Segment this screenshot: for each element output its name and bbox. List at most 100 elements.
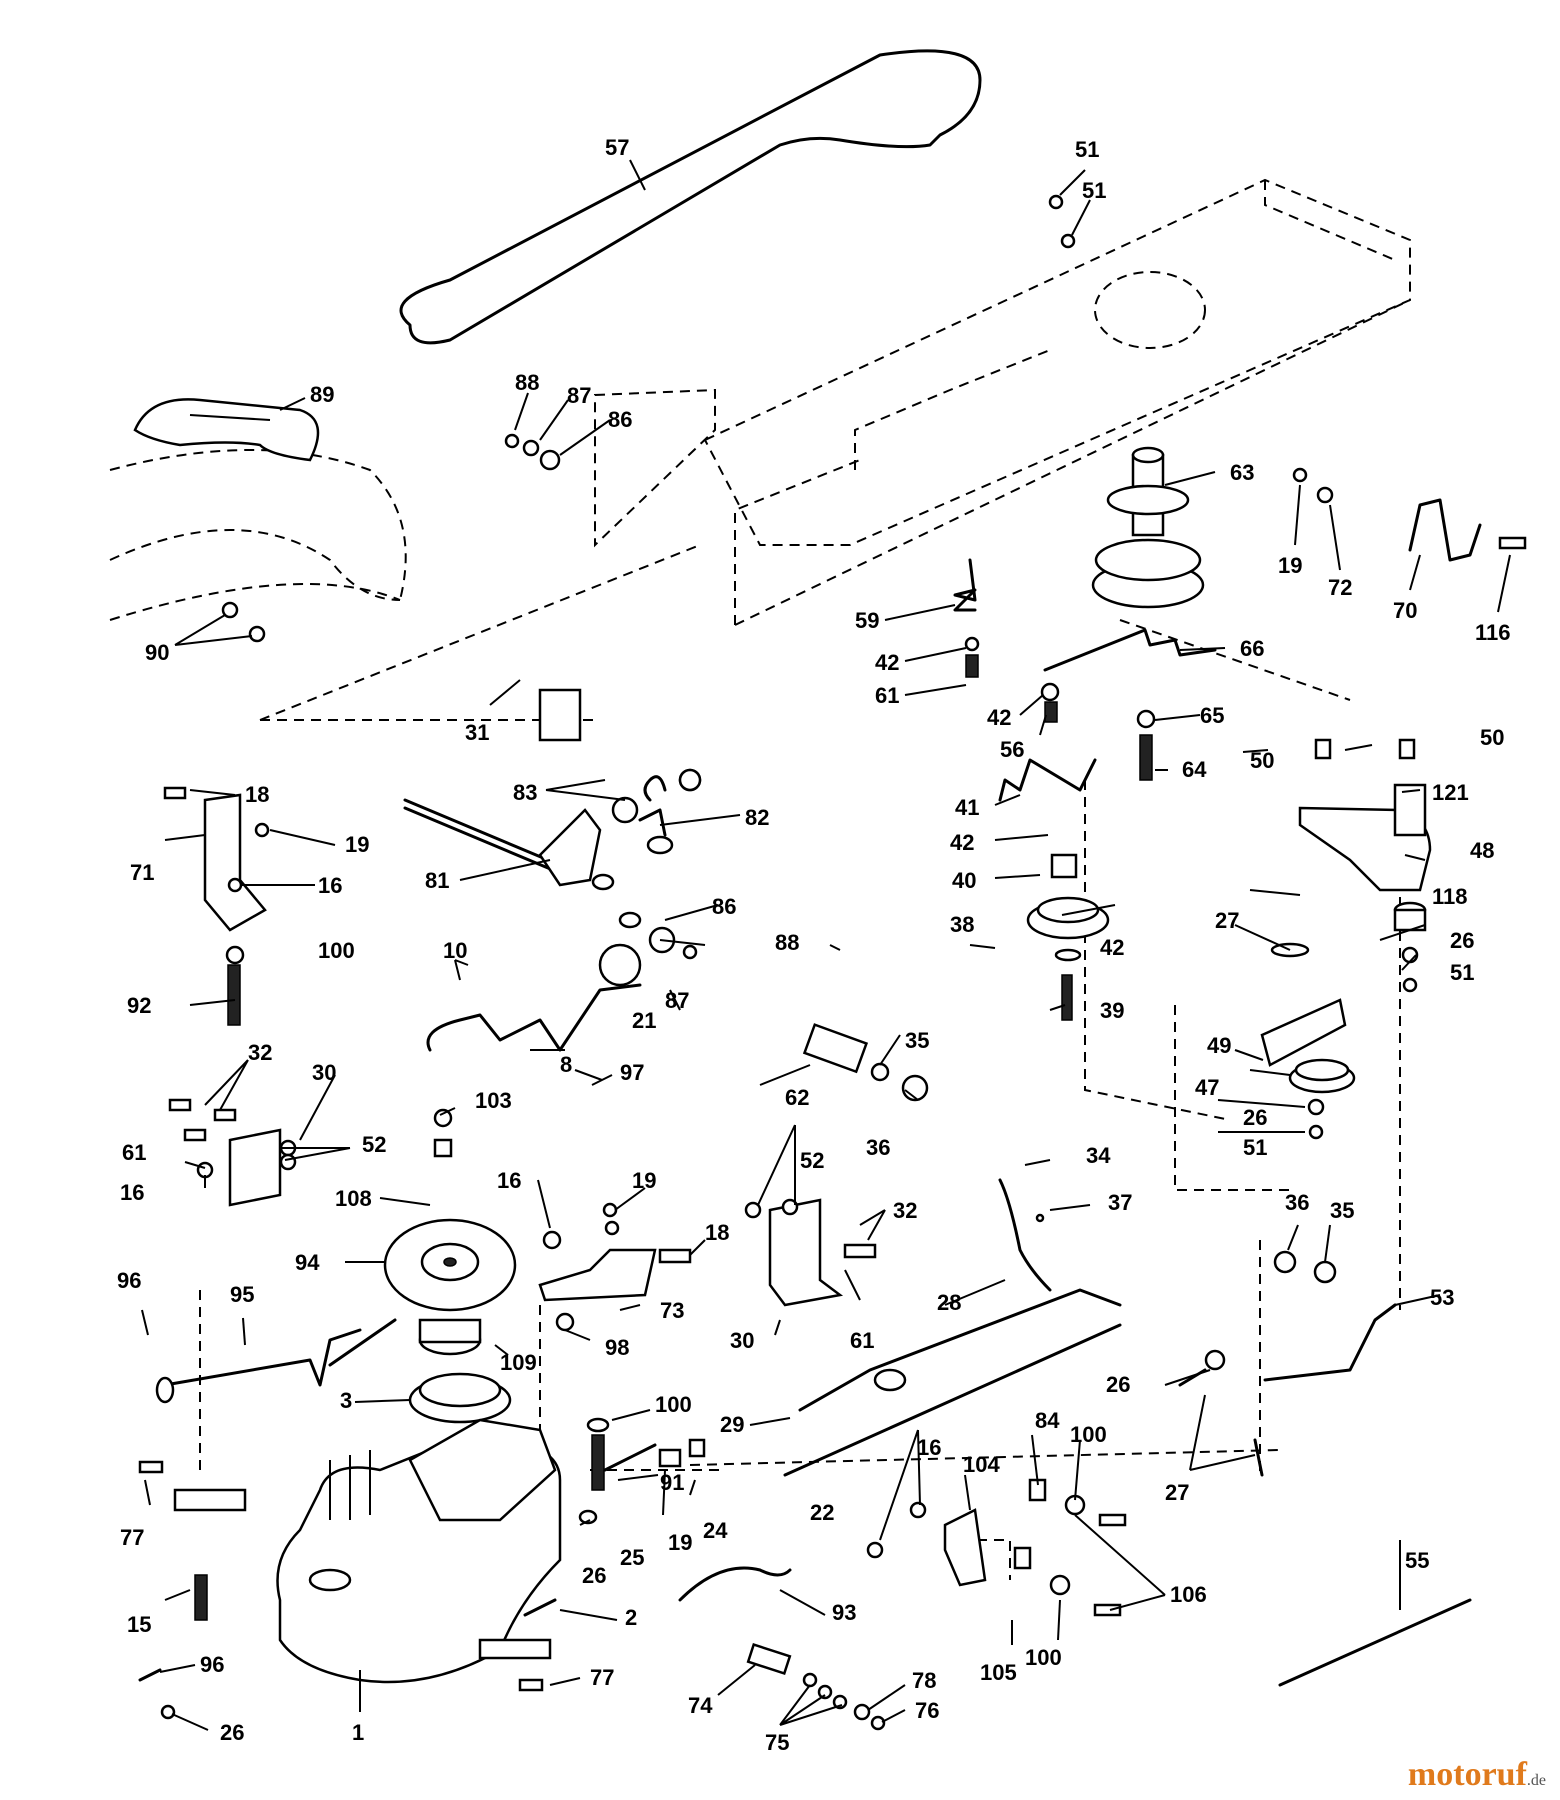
knob-21	[598, 943, 642, 987]
label-52: 52	[800, 1148, 824, 1173]
label-104: 104	[963, 1452, 1000, 1477]
bracket-73	[538, 1248, 657, 1302]
spring-55	[1278, 1598, 1472, 1687]
label-52: 52	[362, 1132, 386, 1157]
label-73: 73	[660, 1298, 684, 1323]
rod-95	[163, 1328, 362, 1387]
label-72: 72	[1328, 575, 1352, 600]
label-19: 19	[1278, 553, 1302, 578]
grip-28	[873, 1368, 907, 1392]
label-40: 40	[952, 868, 976, 893]
label-2: 2	[625, 1605, 637, 1630]
label-51: 51	[1082, 178, 1106, 203]
bracket-30-left	[228, 1128, 282, 1207]
label-63: 63	[1230, 460, 1254, 485]
label-95: 95	[230, 1282, 254, 1307]
label-15: 15	[127, 1612, 151, 1637]
label-98: 98	[605, 1335, 629, 1360]
label-50: 50	[1250, 748, 1274, 773]
label-26: 26	[582, 1563, 606, 1588]
label-90: 90	[145, 640, 169, 665]
pulley-3	[408, 1372, 512, 1424]
label-35: 35	[905, 1028, 929, 1053]
label-42: 42	[1100, 935, 1124, 960]
label-22: 22	[810, 1500, 834, 1525]
label-62: 62	[785, 1085, 809, 1110]
label-35: 35	[1330, 1198, 1354, 1223]
wire-70	[1408, 498, 1482, 562]
spring-25	[603, 1443, 657, 1472]
transaxle-1	[173, 1418, 562, 1684]
label-103: 103	[475, 1088, 512, 1113]
label-106: 106	[1170, 1582, 1207, 1607]
label-56: 56	[1000, 737, 1024, 762]
seat-pan	[133, 398, 320, 462]
label-1: 1	[352, 1720, 364, 1745]
label-41: 41	[955, 795, 979, 820]
label-81: 81	[425, 868, 449, 893]
label-26: 26	[220, 1720, 244, 1745]
label-19: 19	[345, 832, 369, 857]
label-75: 75	[765, 1730, 789, 1755]
drive-belt	[399, 49, 982, 345]
rod-53	[1263, 1303, 1397, 1382]
part-labels: 57 51 51 89 88 87 86 63 19 72 70 116 90 …	[117, 135, 1511, 1755]
label-16: 16	[120, 1180, 144, 1205]
label-19: 19	[632, 1168, 656, 1193]
label-16: 16	[318, 873, 342, 898]
label-8: 8	[560, 1052, 572, 1077]
label-36: 36	[1285, 1190, 1309, 1215]
label-61: 61	[850, 1328, 874, 1353]
label-26: 26	[1243, 1105, 1267, 1130]
label-26: 26	[1106, 1372, 1130, 1397]
label-47: 47	[1195, 1075, 1219, 1100]
label-48: 48	[1470, 838, 1494, 863]
label-31: 31	[465, 720, 489, 745]
label-121: 121	[1432, 780, 1469, 805]
label-93: 93	[832, 1600, 856, 1625]
label-94: 94	[295, 1250, 320, 1275]
label-55: 55	[1405, 1548, 1429, 1573]
watermark-tld: .de	[1526, 1772, 1546, 1789]
label-39: 39	[1100, 998, 1124, 1023]
label-24: 24	[703, 1518, 728, 1543]
label-87: 87	[665, 988, 689, 1013]
spring-95	[328, 1318, 397, 1367]
label-30: 30	[730, 1328, 754, 1353]
label-38: 38	[950, 912, 974, 937]
label-77: 77	[590, 1665, 614, 1690]
pulley-63	[1091, 446, 1205, 609]
leader-lines	[141, 159, 1511, 1731]
label-78: 78	[912, 1668, 936, 1693]
hardware	[138, 194, 1527, 1731]
label-84: 84	[1035, 1408, 1060, 1433]
label-96: 96	[200, 1652, 224, 1677]
label-88: 88	[515, 370, 539, 395]
label-66: 66	[1240, 636, 1264, 661]
roller-62	[802, 1023, 869, 1074]
label-100: 100	[1070, 1422, 1107, 1447]
bracket-104	[943, 1508, 987, 1587]
bracket-30-right	[768, 1198, 844, 1307]
label-82: 82	[745, 805, 769, 830]
label-29: 29	[720, 1412, 744, 1437]
fan-94	[383, 1218, 517, 1312]
label-36: 36	[866, 1135, 890, 1160]
label-65: 65	[1200, 703, 1224, 728]
wire-41	[998, 758, 1097, 802]
label-16: 16	[917, 1435, 941, 1460]
label-61: 61	[122, 1140, 146, 1165]
label-100: 100	[655, 1392, 692, 1417]
label-70: 70	[1393, 598, 1417, 623]
label-32: 32	[248, 1040, 272, 1065]
label-18: 18	[245, 782, 269, 807]
label-37: 37	[1108, 1190, 1132, 1215]
label-51: 51	[1075, 137, 1099, 162]
label-116: 116	[1475, 620, 1511, 645]
idler-pulley-38	[1026, 853, 1110, 1021]
label-51: 51	[1450, 960, 1474, 985]
bracket-71	[203, 793, 267, 932]
label-96: 96	[117, 1268, 141, 1293]
label-100: 100	[318, 938, 355, 963]
